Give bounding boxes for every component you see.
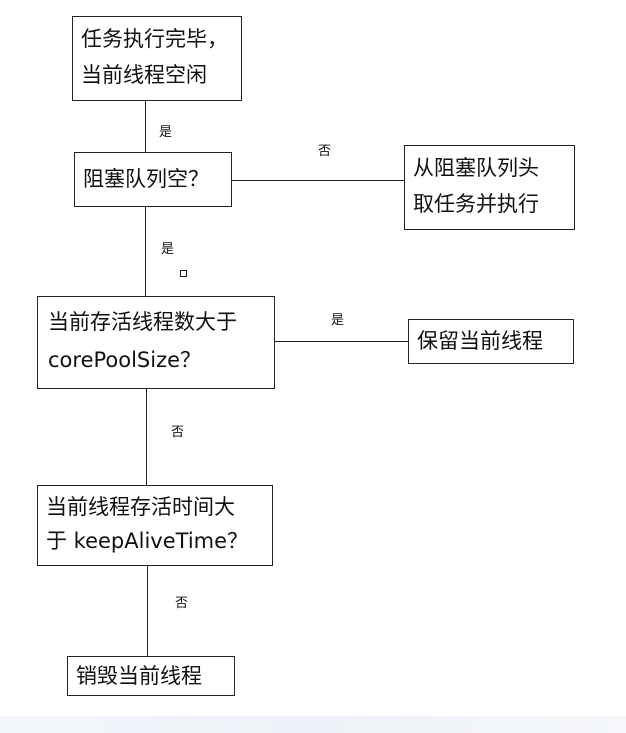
- node-idle-gt-keepalive-line-1: 当前线程存活时间大: [46, 495, 235, 519]
- node-take-from-queue-line-2: 取任务并执行: [413, 192, 539, 216]
- node-alive-gt-core-line-2: corePoolSize？: [48, 348, 202, 372]
- edge-alive-to-keep-line: [274, 341, 409, 342]
- edge-idle-to-destroy-line: [147, 565, 148, 657]
- edge-label-no-3: 否: [175, 596, 189, 611]
- node-destroy-thread-line-1: 销毁当前线程: [76, 664, 202, 688]
- node-take-from-queue-line-1: 从阻塞队列头: [413, 156, 539, 180]
- bottom-blurred-strip: [0, 716, 626, 733]
- node-keep-thread-line-1: 保留当前线程: [417, 329, 543, 353]
- edge-queue-to-take-line: [231, 180, 404, 181]
- small-square-mark: [180, 270, 187, 277]
- node-alive-gt-core: 当前存活线程数大于 corePoolSize？: [37, 296, 275, 389]
- node-queue-empty-line-1: 阻塞队列空？: [83, 167, 209, 191]
- node-destroy-thread: 销毁当前线程: [67, 656, 235, 696]
- node-alive-gt-core-line-1: 当前存活线程数大于: [48, 310, 237, 334]
- node-task-done: 任务执行完毕， 当前线程空闲: [72, 16, 242, 101]
- node-take-from-queue: 从阻塞队列头 取任务并执行: [404, 145, 575, 230]
- edge-label-no-2: 否: [171, 425, 185, 440]
- node-task-done-line-2: 当前线程空闲: [81, 63, 207, 87]
- node-keep-thread: 保留当前线程: [408, 319, 574, 364]
- node-idle-gt-keepalive-line-2: 于 keepAliveTime？: [46, 529, 249, 553]
- edge-alive-to-idle-line: [146, 389, 147, 485]
- edge-label-yes-3: 是: [331, 313, 345, 328]
- edge-label-yes-1: 是: [159, 125, 173, 140]
- node-task-done-line-1: 任务执行完毕，: [81, 27, 228, 51]
- node-idle-gt-keepalive: 当前线程存活时间大 于 keepAliveTime？: [37, 485, 273, 566]
- edge-queue-to-alive-line: [145, 207, 146, 296]
- edge-label-yes-2: 是: [161, 242, 175, 257]
- node-queue-empty: 阻塞队列空？: [74, 152, 232, 207]
- edge-label-no-1: 否: [318, 144, 332, 159]
- edge-task-to-queue-line: [145, 100, 146, 152]
